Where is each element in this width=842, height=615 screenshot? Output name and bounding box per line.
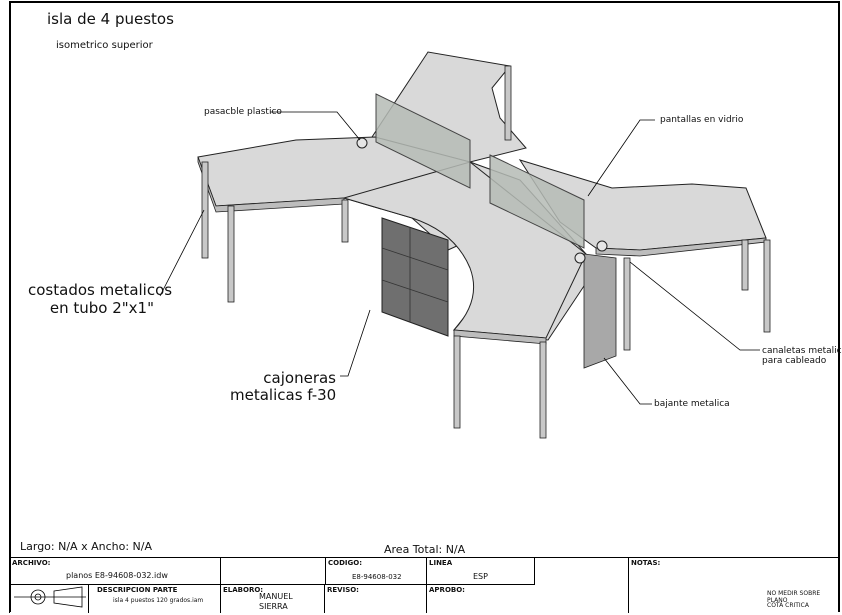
- elaboro-value-1: MANUEL: [259, 592, 293, 601]
- dimensions-size: Largo: N/A x Ancho: N/A: [20, 540, 152, 553]
- cable-downpipe-bajante: [583, 253, 617, 369]
- desk-legs: [201, 65, 771, 439]
- drawing-title: isla de 4 puestos: [47, 10, 174, 28]
- drawer-unit-cajonera: [381, 217, 449, 337]
- dimensions-area: Area Total: N/A: [384, 543, 466, 556]
- cable-grommet: [596, 240, 608, 252]
- callout-pasacable: pasacble plastico: [204, 107, 282, 117]
- cell-elaboro: ELABORO: MANUEL SIERRA: [221, 585, 325, 613]
- codigo-value: E8-94608-032: [352, 573, 402, 581]
- cell-spacer: [535, 557, 629, 613]
- cable-grommet: [574, 252, 586, 264]
- elaboro-value-2: SIERRA: [259, 602, 288, 611]
- callout-cajoneras-1: cajoneras: [263, 369, 336, 387]
- callout-pantallas: pantallas en vidrio: [660, 115, 744, 125]
- drawing-sheet: [9, 1, 840, 612]
- nota-1: NO MEDIR SOBRE PLANO: [767, 590, 821, 604]
- callout-cajoneras-2: metalicas f-30: [230, 386, 337, 404]
- callout-bajante: bajante metalica: [654, 399, 730, 409]
- cable-grommet: [356, 137, 368, 149]
- cell-aprobo: APROBO:: [429, 586, 465, 594]
- glass-screen-right: [489, 154, 585, 249]
- descripcion-value: isla 4 puestos 120 grados.iam: [113, 597, 204, 604]
- leader-lines: [159, 111, 760, 405]
- glass-screen-left: [375, 93, 471, 189]
- drawing-subtitle: isometrico superior: [56, 40, 153, 51]
- cell-linea: LINEA ESP: [427, 557, 535, 585]
- callout-canaletas-1: canaletas metalicas: [762, 346, 842, 356]
- title-block: ARCHIVO: planos E8-94608-032.idw CODIGO:…: [9, 557, 840, 613]
- cell-reviso: REVISO:: [325, 585, 427, 613]
- archivo-value: planos E8-94608-032.idw: [66, 571, 168, 580]
- cell-codigo: CODIGO: E8-94608-032: [325, 557, 427, 585]
- cell-notas: NOTAS: NO MEDIR SOBRE PLANO COTA CRITICA: [629, 557, 840, 613]
- cell-descripcion: DESCRIPCION PARTE isla 4 puestos 120 gra…: [89, 585, 221, 613]
- callout-costados-1: costados metalicos: [28, 281, 173, 299]
- projection-symbol-icon: [14, 586, 86, 608]
- nota-2: COTA CRITICA: [767, 602, 809, 609]
- cell-blank: [221, 557, 325, 585]
- callout-canaletas-2: para cableado: [762, 356, 827, 366]
- cell-archivo: ARCHIVO: planos E8-94608-032.idw: [9, 557, 221, 585]
- callout-costados-2: en tubo 2"x1": [49, 299, 154, 317]
- linea-value: ESP: [473, 572, 488, 581]
- projection-symbol-cell: [9, 585, 89, 613]
